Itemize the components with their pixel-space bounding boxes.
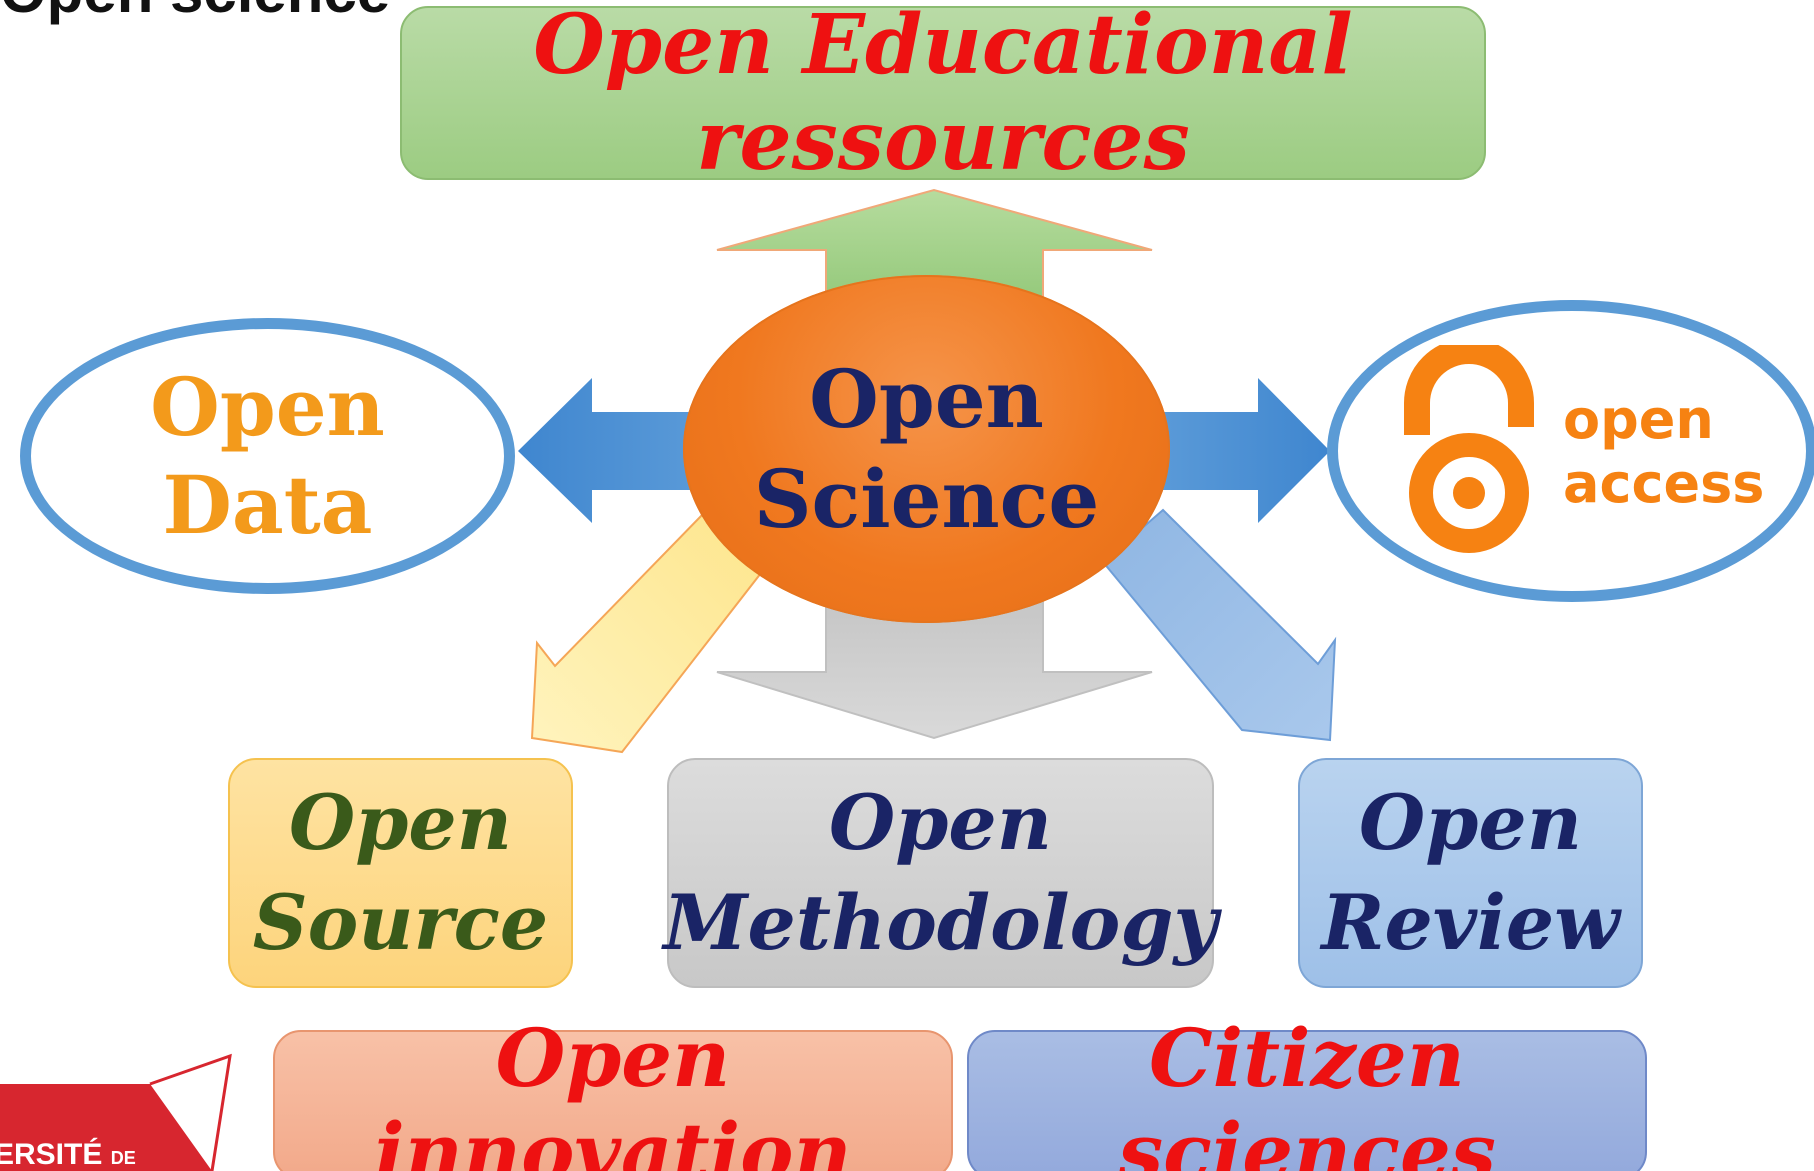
open-review-box: Open Review — [1298, 758, 1643, 988]
university-logo-suffix: DE — [110, 1148, 136, 1168]
citizen-sciences-box: Citizen sciences — [967, 1011, 1647, 1171]
arrow-to-open-review — [1101, 508, 1337, 742]
open-access-lock-icon — [1404, 345, 1534, 553]
open-data-ellipse: Open Data — [20, 318, 515, 594]
open-innovation-label: Open innovation — [374, 1011, 852, 1171]
open-science-line2: Science — [753, 452, 1100, 546]
open-access-line1: open — [1563, 388, 1714, 451]
university-logo-text: ERSITÉ DE — [0, 1138, 136, 1171]
open-source-line1: Open — [289, 778, 512, 867]
open-methodology-line2: Methodology — [663, 878, 1218, 967]
open-methodology-box: Open Methodology — [663, 758, 1218, 988]
open-review-line1: Open — [1359, 778, 1582, 867]
university-logo-word: ERSITÉ — [0, 1138, 103, 1171]
open-access-ellipse — [1327, 300, 1814, 602]
open-innovation-box: Open innovation — [273, 1011, 953, 1171]
open-review-line2: Review — [1321, 878, 1620, 967]
open-educational-resources-label: Open Educational ressources — [533, 0, 1353, 189]
slide-heading: Open science — [0, 0, 390, 22]
open-access-wordmark: open access — [1563, 388, 1764, 516]
open-source-line2: Source — [252, 878, 549, 967]
open-science-line1: Open — [809, 352, 1044, 446]
open-data-line2: Data — [162, 458, 373, 552]
open-access-line2: access — [1563, 452, 1765, 515]
citizen-sciences-label: Citizen sciences — [1118, 1011, 1496, 1171]
open-science-center: Open Science — [683, 275, 1170, 623]
open-source-box: Open Source — [228, 758, 573, 988]
arrow-right-to-open-access — [1160, 378, 1330, 523]
arrow-left-to-data — [518, 378, 700, 523]
arrow-down-to-methodology — [716, 599, 1153, 740]
open-methodology-line1: Open — [829, 778, 1052, 867]
open-educational-resources-box: Open Educational ressources — [400, 0, 1486, 189]
university-logo — [0, 1053, 232, 1171]
arrow-up-to-oer — [716, 188, 1153, 331]
open-data-line1: Open — [150, 360, 385, 454]
